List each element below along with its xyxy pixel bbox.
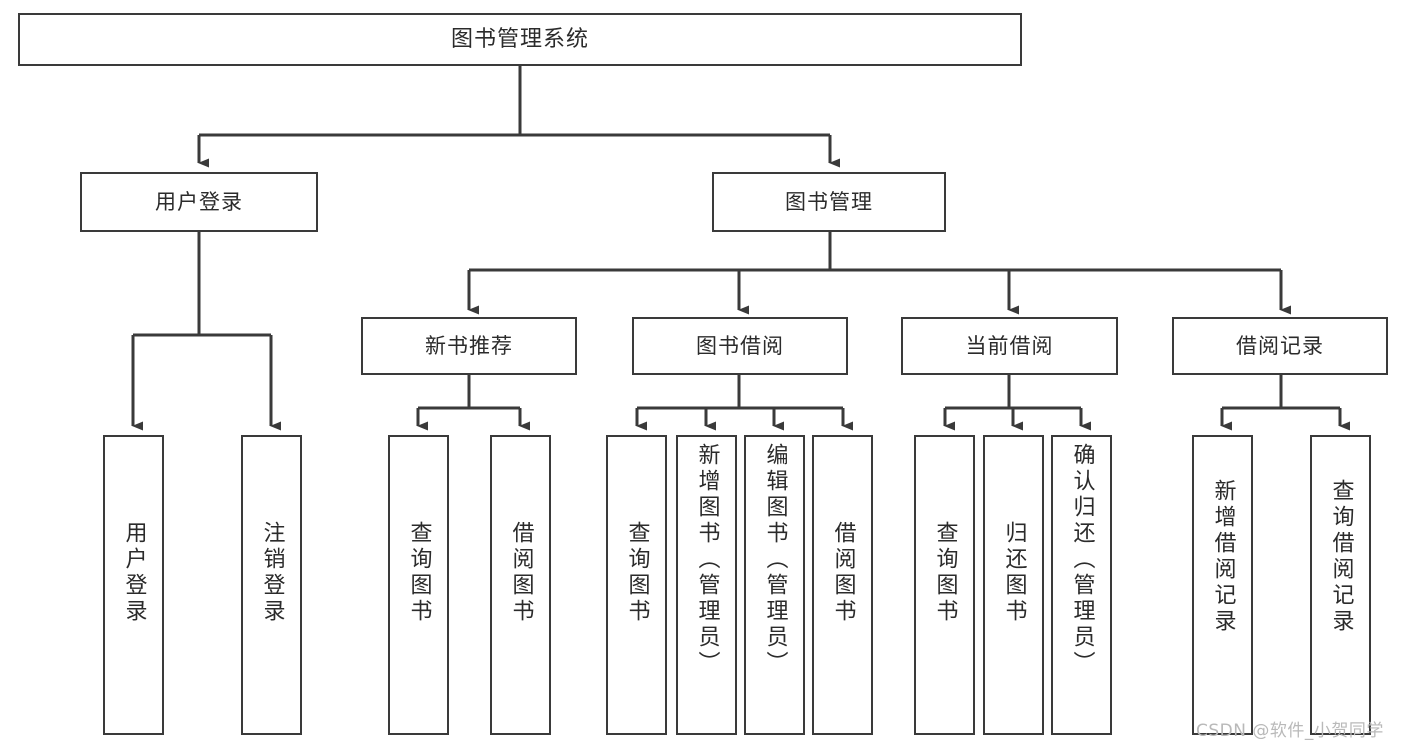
node-label: 查询图书 bbox=[406, 521, 432, 625]
node-label: 注销登录 bbox=[259, 521, 285, 625]
node-leaf-query-book-recommend[interactable]: 查询图书 bbox=[388, 435, 449, 735]
node-root-book-management-system[interactable]: 图书管理系统 bbox=[18, 13, 1022, 66]
node-label: 图书管理 bbox=[785, 189, 873, 214]
node-leaf-add-book[interactable]: 新增图书（管理员） bbox=[676, 435, 737, 735]
node-book-borrow[interactable]: 图书借阅 bbox=[632, 317, 848, 375]
node-label: 新增图书（管理员） bbox=[694, 443, 720, 677]
node-user-login[interactable]: 用户登录 bbox=[80, 172, 318, 232]
node-label: 查询图书 bbox=[932, 521, 958, 625]
node-label: 用户登录 bbox=[121, 521, 147, 625]
node-borrow-record[interactable]: 借阅记录 bbox=[1172, 317, 1388, 375]
node-label: 新书推荐 bbox=[425, 333, 513, 358]
node-label: 新增借阅记录 bbox=[1210, 479, 1236, 635]
node-leaf-query-book-borrow[interactable]: 查询图书 bbox=[606, 435, 667, 735]
node-label: 借阅图书 bbox=[830, 521, 856, 625]
node-leaf-confirm-return[interactable]: 确认归还（管理员） bbox=[1051, 435, 1112, 735]
node-label: 用户登录 bbox=[155, 189, 243, 214]
node-book-management[interactable]: 图书管理 bbox=[712, 172, 946, 232]
node-leaf-return-book[interactable]: 归还图书 bbox=[983, 435, 1044, 735]
csdn-watermark: CSDN @软件_小贺同学 bbox=[1196, 721, 1384, 741]
node-leaf-query-book-current[interactable]: 查询图书 bbox=[914, 435, 975, 735]
node-leaf-borrow-book-recommend[interactable]: 借阅图书 bbox=[490, 435, 551, 735]
node-leaf-edit-book[interactable]: 编辑图书（管理员） bbox=[744, 435, 805, 735]
node-leaf-borrow-book-borrow[interactable]: 借阅图书 bbox=[812, 435, 873, 735]
node-new-book-recommend[interactable]: 新书推荐 bbox=[361, 317, 577, 375]
node-label: 当前借阅 bbox=[965, 333, 1054, 358]
node-leaf-logout-login[interactable]: 注销登录 bbox=[241, 435, 302, 735]
node-label: 确认归还（管理员） bbox=[1069, 443, 1095, 677]
node-label: 图书借阅 bbox=[696, 333, 784, 358]
node-label: 归还图书 bbox=[1001, 521, 1027, 625]
node-label: 借阅图书 bbox=[508, 521, 534, 625]
node-leaf-user-login[interactable]: 用户登录 bbox=[103, 435, 164, 735]
node-label: 查询图书 bbox=[624, 521, 650, 625]
node-current-borrow[interactable]: 当前借阅 bbox=[901, 317, 1118, 375]
node-leaf-add-borrow-record[interactable]: 新增借阅记录 bbox=[1192, 435, 1253, 735]
node-label: 编辑图书（管理员） bbox=[762, 443, 788, 677]
node-label: 图书管理系统 bbox=[450, 26, 589, 52]
node-label: 借阅记录 bbox=[1236, 333, 1324, 358]
node-leaf-query-borrow-record[interactable]: 查询借阅记录 bbox=[1310, 435, 1371, 735]
node-label: 查询借阅记录 bbox=[1328, 479, 1354, 635]
